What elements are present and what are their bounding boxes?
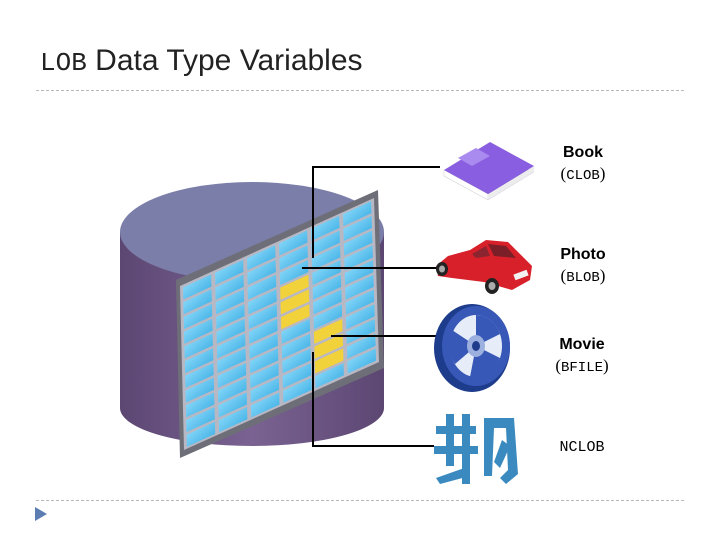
grid-cell [282, 363, 312, 389]
grid-cell-lob [313, 319, 343, 344]
grid-cell [345, 274, 374, 300]
grid-cell [282, 348, 311, 374]
grid-cell-lob [280, 289, 310, 315]
grid-cell [216, 333, 246, 359]
grid-cell [279, 245, 308, 271]
item-label-movie: Movie (BFILE) [544, 334, 620, 379]
grid-cell [250, 392, 280, 418]
item-label-photo: Photo (BLOB) [548, 244, 618, 289]
grid-cell [281, 333, 311, 359]
item-type: NCLOB [559, 439, 605, 456]
grid-cell [311, 245, 341, 271]
grid-cell [346, 304, 375, 330]
grid-cell [343, 201, 372, 227]
grid-cell [216, 304, 245, 329]
grid-cell [183, 304, 213, 329]
grid-cell [313, 289, 342, 315]
grid-cell [247, 245, 276, 271]
grid-cell [186, 421, 216, 447]
connector-nclob [312, 352, 434, 447]
grid-cell [216, 318, 245, 344]
table-grid [176, 190, 384, 458]
grid-cell [183, 289, 212, 315]
grid-cell [343, 215, 372, 241]
item-type: BFILE [560, 360, 603, 376]
grid-cell-lob [280, 274, 309, 300]
grid-cell [343, 230, 373, 256]
grid-cell [247, 274, 277, 300]
grid-cell [217, 363, 247, 388]
item-name: Movie [559, 336, 605, 353]
grid-cell [311, 215, 340, 241]
grid-cell [185, 377, 215, 403]
film-reel-icon [434, 304, 510, 392]
grid-cell [312, 274, 342, 300]
item-label-book: Book (CLOB) [548, 142, 618, 187]
grid-cell [184, 318, 213, 344]
grid-cell [279, 260, 309, 285]
grid-cell [217, 348, 246, 374]
grid-cell [313, 304, 343, 330]
grid-cell [281, 318, 310, 344]
grid-cell [184, 348, 214, 374]
item-name: Book [563, 144, 603, 161]
item-type: CLOB [566, 168, 600, 184]
grid-cell [248, 289, 277, 315]
grid-cell [218, 407, 248, 433]
grid-cell [250, 377, 280, 403]
grid-cell [279, 230, 308, 256]
grid-cell [185, 392, 215, 418]
book-icon [443, 142, 534, 201]
grid-cell [218, 392, 247, 418]
grid-cell [249, 333, 278, 359]
item-name: Photo [560, 246, 606, 263]
grid-cell [249, 348, 279, 374]
grid-cell [250, 363, 279, 388]
grid-cell [346, 333, 376, 359]
grid-cell [248, 318, 278, 344]
item-type: BLOB [566, 270, 600, 286]
grid-cell [218, 377, 247, 403]
chinese-characters-icon [434, 414, 518, 484]
grid-cell [346, 319, 376, 344]
grid-cell [215, 289, 245, 315]
grid-cell-lob [281, 304, 310, 330]
grid-cell [247, 259, 276, 285]
grid-cell [312, 260, 341, 285]
grid-cell [215, 274, 244, 300]
grid-cell-lob [314, 333, 343, 359]
page-title: LOB Data Type Variables [40, 44, 363, 78]
grid-cell [215, 259, 244, 285]
grid-cell [347, 348, 376, 374]
grid-cell [315, 363, 344, 389]
grid-cell [184, 333, 213, 359]
grid-cell-lob [314, 348, 344, 374]
grid-cell [344, 245, 373, 271]
slide-bullet-icon [35, 507, 47, 521]
grid-cell [248, 304, 278, 330]
connector-lines [302, 166, 440, 447]
grid-cell [186, 407, 215, 433]
car-icon [436, 240, 532, 294]
grid-cell [345, 289, 375, 315]
top-divider [36, 90, 684, 91]
grid-cell [183, 274, 212, 300]
bottom-divider [36, 500, 684, 501]
item-label-nclob: NCLOB [544, 436, 620, 458]
grid-cell [185, 362, 214, 388]
title-prefix: LOB [40, 48, 87, 78]
grid-cell [311, 230, 340, 256]
grid-cell [283, 377, 312, 403]
title-text: Data Type Variables [95, 44, 363, 77]
connector-book [312, 166, 440, 258]
grid-cell [344, 260, 374, 286]
